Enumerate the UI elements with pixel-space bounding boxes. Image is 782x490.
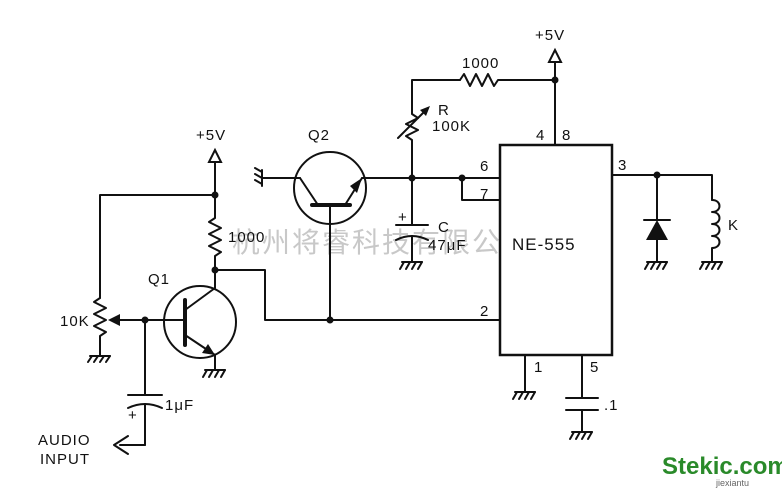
ic-label: NE-555 <box>512 235 576 254</box>
cap-c-plus: + <box>398 209 408 226</box>
ground-pin1 <box>512 391 536 400</box>
wire-pin7 <box>461 177 501 201</box>
ground-relay <box>699 261 723 270</box>
relay-k-label: K <box>728 217 739 234</box>
resistor-1000-q1 <box>208 194 222 271</box>
pin8-label: 8 <box>562 127 571 144</box>
relay-coil-k <box>711 199 721 263</box>
ground-q1 <box>202 369 226 378</box>
wire-collector-to-pin2 <box>214 269 501 321</box>
audio-input-label-2: INPUT <box>40 451 90 468</box>
capacitor-0.1 <box>565 354 599 433</box>
diode <box>643 174 671 263</box>
logo-text: Stekic.com <box>662 453 782 480</box>
transistor-q1 <box>163 269 237 371</box>
cap-c-value: 47μF <box>428 237 467 254</box>
watermark: 杭州将睿科技有限公司 <box>232 226 532 259</box>
pin2-label: 2 <box>480 303 489 320</box>
pin4-label: 4 <box>536 127 545 144</box>
ground-diode <box>644 261 668 270</box>
vcc-top-label: +5V <box>535 27 565 44</box>
pin7-label: 7 <box>480 186 489 203</box>
resistor-1000-top <box>459 73 556 87</box>
wire-pin3-out <box>611 174 713 201</box>
logo-sub: jiexiantu <box>715 478 749 488</box>
cap-1uf-label: 1μF <box>165 397 194 414</box>
pin1-label: 1 <box>534 359 543 376</box>
q2-label: Q2 <box>308 127 330 144</box>
ground-pot <box>87 349 111 363</box>
vcc-q1-terminal <box>207 147 223 196</box>
resistor-1000-q1-label: 1000 <box>228 229 265 246</box>
audio-input-terminal <box>113 435 129 455</box>
vcc-top-terminal <box>547 47 563 146</box>
transistor-q2 <box>293 151 367 321</box>
pin3-label: 3 <box>618 157 627 174</box>
cap-1uf-plus: + <box>128 407 138 424</box>
capacitor-1uf <box>127 394 163 446</box>
q1-label: Q1 <box>148 271 170 288</box>
ground-q2 <box>254 167 263 187</box>
resistor-r-100k <box>405 79 461 179</box>
pin6-label: 6 <box>480 158 489 175</box>
vcc-q1-label: +5V <box>196 127 226 144</box>
r-var-value: 100K <box>432 118 471 135</box>
ground-pin5 <box>569 431 593 440</box>
r-var-label: R <box>438 102 450 119</box>
cap-c-label: C <box>438 219 450 236</box>
pot-wiper-arrow <box>108 314 120 326</box>
site-logo: Stekic.com jiexiantu <box>662 453 782 488</box>
audio-input-label-1: AUDIO <box>38 432 91 449</box>
pin5-label: 5 <box>590 359 599 376</box>
capacitor-c-47uf <box>395 177 429 263</box>
pot-10k-label: 10K <box>60 313 90 330</box>
cap-01-label: .1 <box>604 397 619 414</box>
ic-ne555 <box>498 143 614 357</box>
ground-cap-c <box>399 261 423 270</box>
pot-10k <box>93 297 107 351</box>
resistor-1000-top-label: 1000 <box>462 55 499 72</box>
wire-pot-top <box>99 194 216 299</box>
